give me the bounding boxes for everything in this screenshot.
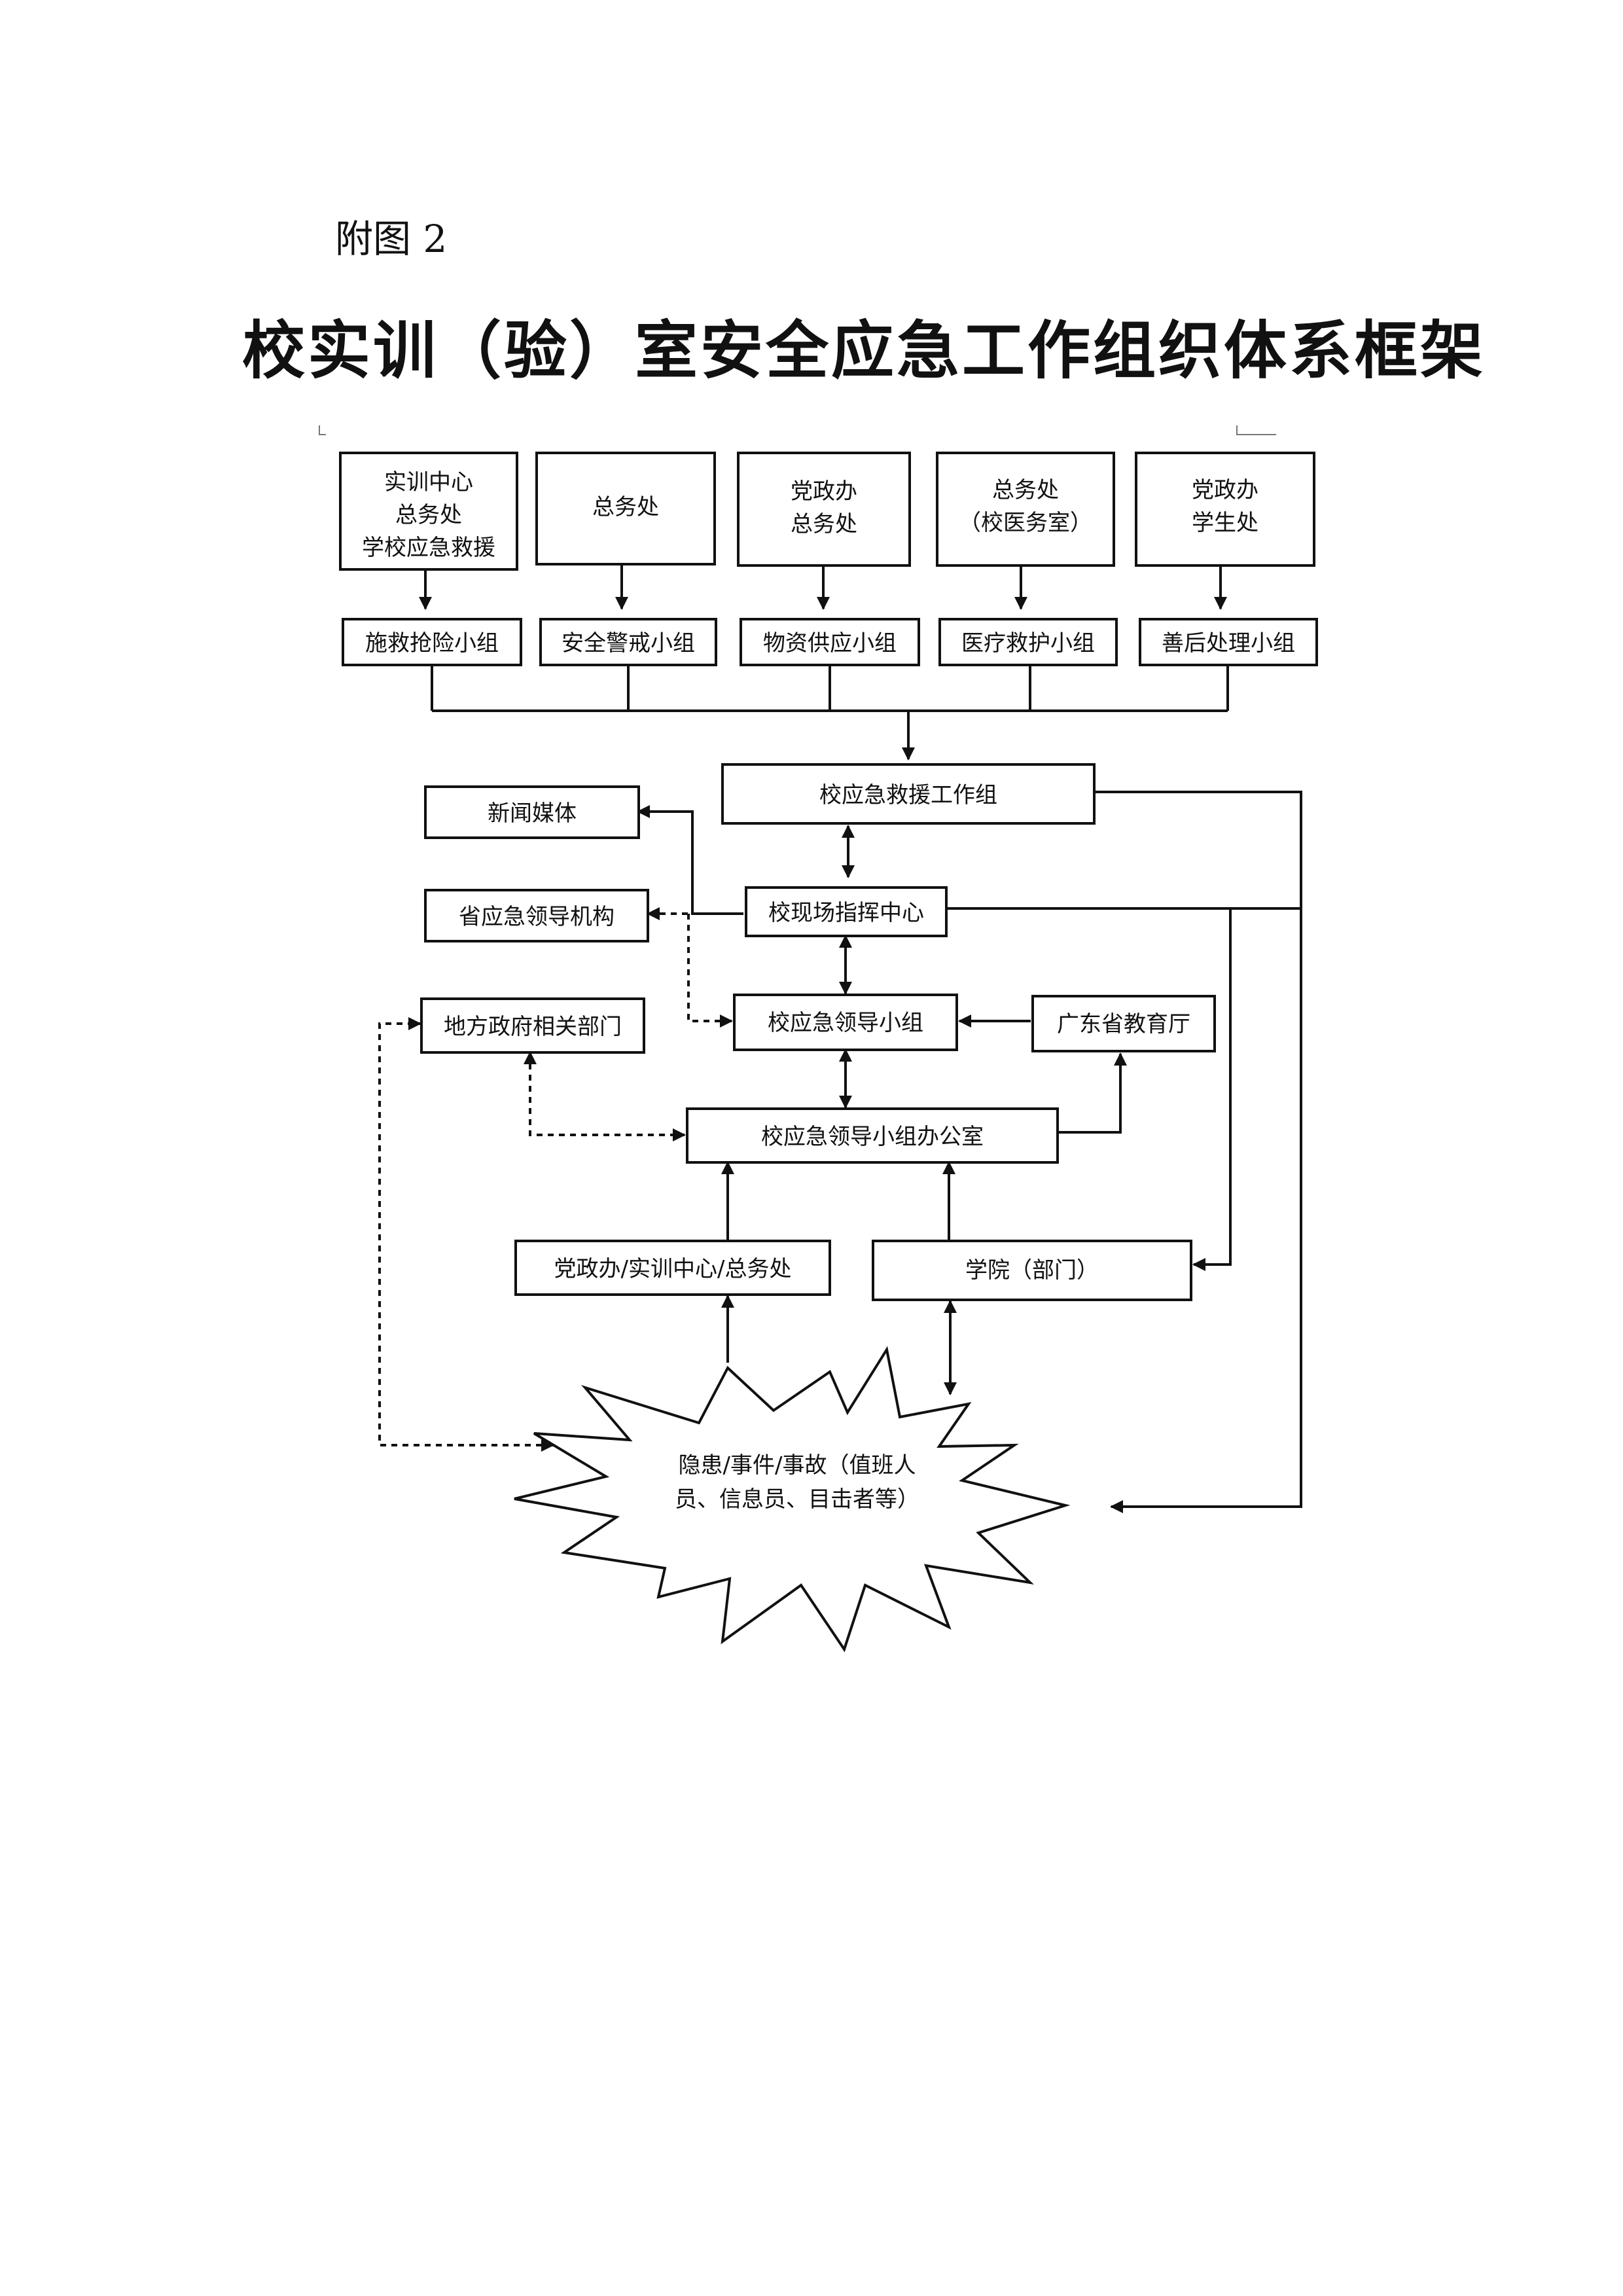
svg-text:物资供应小组: 物资供应小组 xyxy=(763,630,897,656)
svg-text:（校医务室）: （校医务室） xyxy=(959,510,1092,536)
leadership-group-box: 校应急领导小组 xyxy=(733,994,958,1051)
svg-text:校应急领导小组办公室: 校应急领导小组办公室 xyxy=(761,1124,984,1150)
svg-text:党政办: 党政办 xyxy=(1192,477,1258,503)
svg-text:党政办/实训中心/总务处: 党政办/实训中心/总务处 xyxy=(554,1256,792,1282)
education-dept-box: 广东省教育厅 xyxy=(1031,995,1216,1052)
top-unit-u3: 党政办 总务处 xyxy=(737,452,911,567)
colleges-box: 学院（部门） xyxy=(872,1240,1192,1301)
top-unit-u2: 总务处 xyxy=(535,452,716,565)
svg-text:校应急救援工作组: 校应急救援工作组 xyxy=(819,782,997,808)
svg-text:施救抢险小组: 施救抢险小组 xyxy=(365,630,499,656)
svg-text:安全警戒小组: 安全警戒小组 xyxy=(562,630,695,656)
svg-text:党政办: 党政办 xyxy=(791,478,857,505)
svg-text:总务处: 总务处 xyxy=(992,477,1059,503)
svg-text:总务处: 总务处 xyxy=(592,494,659,520)
svg-text:实训中心: 实训中心 xyxy=(384,469,473,495)
group-g5: 善后处理小组 xyxy=(1139,618,1318,666)
svg-text:医疗救护小组: 医疗救护小组 xyxy=(961,630,1095,656)
top-unit-u1: 实训中心 总务处 学校应急救援 xyxy=(339,452,518,571)
svg-text:学院（部门）: 学院（部门） xyxy=(965,1257,1099,1283)
group-g3: 物资供应小组 xyxy=(740,618,920,666)
svg-text:地方政府相关部门: 地方政府相关部门 xyxy=(444,1014,622,1040)
group-g4: 医疗救护小组 xyxy=(938,618,1118,666)
svg-text:校应急领导小组: 校应急领导小组 xyxy=(768,1010,923,1036)
svg-text:校现场指挥中心: 校现场指挥中心 xyxy=(768,900,924,926)
crop-mark-left xyxy=(319,425,326,435)
provincial-leadership-box: 省应急领导机构 xyxy=(424,889,649,942)
rescue-team-box: 校应急救援工作组 xyxy=(721,763,1096,825)
incident-burst: 隐患/事件/事故（值班人 员、信息员、目击者等） xyxy=(514,1346,1071,1653)
annex-label: 附图 2 xyxy=(335,217,448,261)
svg-text:省应急领导机构: 省应急领导机构 xyxy=(459,904,615,930)
svg-text:学校应急救援: 学校应急救援 xyxy=(362,535,495,561)
svg-text:总务处: 总务处 xyxy=(395,502,462,528)
local-government-box: 地方政府相关部门 xyxy=(420,997,645,1054)
leadership-office-box: 校应急领导小组办公室 xyxy=(686,1107,1059,1164)
group-g1: 施救抢险小组 xyxy=(342,618,522,666)
svg-text:广东省教育厅: 广东省教育厅 xyxy=(1057,1011,1190,1037)
command-center-box: 校现场指挥中心 xyxy=(745,886,948,937)
connector-lines xyxy=(378,564,1302,1513)
svg-text:总务处: 总务处 xyxy=(791,511,857,537)
top-unit-u5: 党政办 学生处 xyxy=(1135,452,1315,567)
admin-offices-box: 党政办/实训中心/总务处 xyxy=(514,1240,831,1296)
svg-text:学生处: 学生处 xyxy=(1192,510,1258,536)
group-g2: 安全警戒小组 xyxy=(539,618,717,666)
svg-text:新闻媒体: 新闻媒体 xyxy=(488,800,577,827)
page-title: 校实训（验）室安全应急工作组织体系框架 xyxy=(242,314,1486,387)
svg-text:员、信息员、目击者等）: 员、信息员、目击者等） xyxy=(675,1486,919,1513)
svg-text:善后处理小组: 善后处理小组 xyxy=(1162,630,1295,656)
svg-text:隐患/事件/事故（值班人: 隐患/事件/事故（值班人 xyxy=(679,1452,916,1479)
news-media-box: 新闻媒体 xyxy=(424,785,640,839)
crop-mark-right xyxy=(1236,425,1276,435)
top-unit-u4: 总务处 （校医务室） xyxy=(936,452,1115,567)
